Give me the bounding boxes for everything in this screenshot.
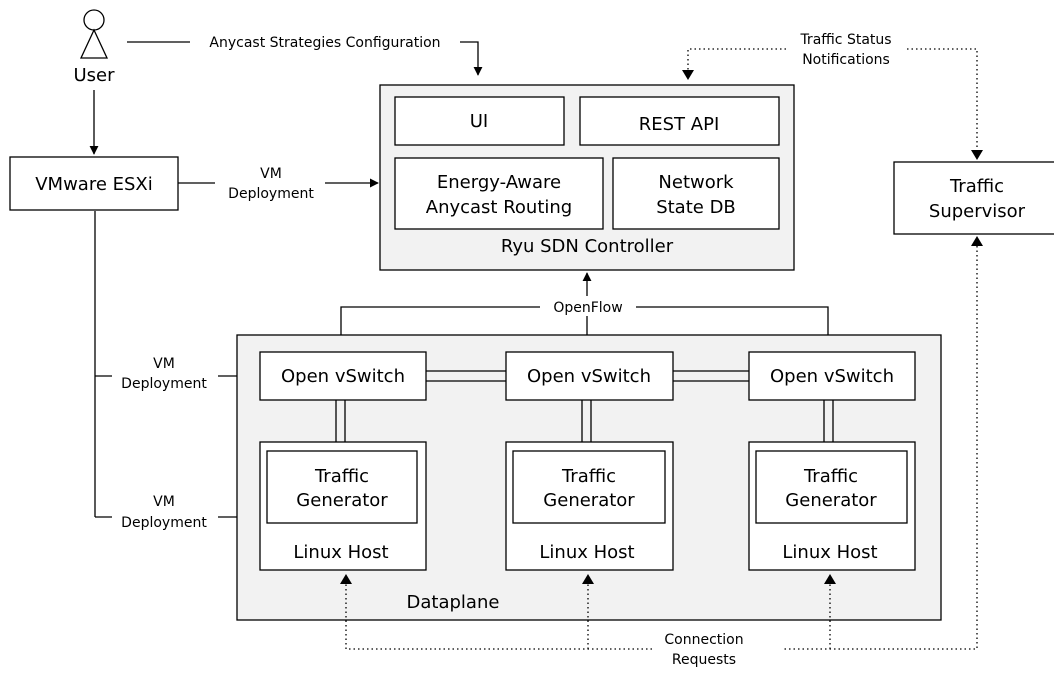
arrowhead-supervisor-up — [971, 236, 983, 246]
linux-host-3-label: Linux Host — [782, 542, 877, 563]
state-db-box — [612, 157, 780, 230]
edge-traffic-status-label-1: Traffic Status — [799, 32, 891, 48]
edge-vm-label-3a: VM — [153, 494, 175, 510]
edge-vm-label-3b: Deployment — [121, 515, 207, 531]
open-vswitch-1 — [259, 351, 427, 401]
open-vswitch-3 — [748, 351, 916, 401]
supervisor-box — [893, 161, 1054, 235]
controller-title: Ryu SDN Controller — [501, 236, 674, 257]
edge-traffic-status — [687, 48, 786, 78]
rest-api-label: REST API — [639, 114, 720, 135]
traffic-generator-2-label-1: Traffic — [561, 466, 616, 487]
arrowhead-status-supervisor — [971, 150, 983, 160]
traffic-generator-3-label-2: Generator — [785, 490, 877, 511]
connection-requests-label-1: Connection — [664, 632, 743, 648]
open-vswitch-3-label: Open vSwitch — [770, 366, 894, 387]
link-switch-1-2 — [426, 370, 506, 382]
link-switch-host-3 — [823, 400, 834, 442]
edge-anycast-config-label: Anycast Strategies Configuration — [209, 35, 440, 51]
traffic-generator-1 — [266, 450, 418, 524]
traffic-generator-3 — [755, 450, 908, 524]
link-switch-host-1 — [335, 400, 346, 442]
ui-label: UI — [470, 111, 488, 132]
routing-label-1: Energy-Aware — [437, 172, 561, 193]
link-switch-2-3 — [673, 370, 749, 382]
edge-traffic-status-right — [907, 48, 978, 152]
user-icon — [79, 9, 109, 59]
edge-anycast-config — [127, 41, 478, 75]
edge-vm-label-1b: Deployment — [228, 186, 314, 202]
dataplane-label: Dataplane — [407, 592, 500, 613]
supervisor-label-1: Traffic — [949, 176, 1004, 197]
supervisor-label-2: Supervisor — [929, 201, 1026, 222]
edge-vm-label-2a: VM — [153, 356, 175, 372]
edge-openflow-label: OpenFlow — [553, 300, 622, 316]
state-db-label-2: State DB — [656, 197, 736, 218]
open-vswitch-2 — [505, 351, 674, 401]
arrowhead-host-2 — [582, 574, 594, 584]
link-switch-host-2 — [581, 400, 592, 442]
edge-vm-label-2b: Deployment — [121, 376, 207, 392]
linux-host-1-label: Linux Host — [293, 542, 388, 563]
edge-traffic-status-label-2: Notifications — [802, 52, 890, 68]
routing-label-2: Anycast Routing — [426, 197, 572, 218]
connection-requests-label-2: Requests — [672, 652, 736, 668]
edge-connection-requests — [345, 582, 652, 650]
ui-box — [394, 96, 565, 146]
traffic-generator-2 — [512, 450, 666, 524]
traffic-generator-2-label-2: Generator — [543, 490, 635, 511]
routing-box — [394, 157, 604, 230]
open-vswitch-2-label: Open vSwitch — [527, 366, 651, 387]
traffic-generator-1-label-2: Generator — [296, 490, 388, 511]
esxi-box — [9, 156, 179, 211]
traffic-generator-1-label-1: Traffic — [314, 466, 369, 487]
linux-host-2-label: Linux Host — [539, 542, 634, 563]
edge-vm-label-1a: VM — [260, 166, 282, 182]
arrowhead-host-3 — [824, 574, 836, 584]
open-vswitch-1-label: Open vSwitch — [281, 366, 405, 387]
user-label: User — [73, 65, 115, 86]
state-db-label-1: Network — [658, 172, 734, 193]
traffic-generator-3-label-1: Traffic — [803, 466, 858, 487]
esxi-label: VMware ESXi — [35, 174, 153, 195]
rest-api-box — [579, 96, 780, 146]
arrowhead-host-1 — [340, 574, 352, 584]
arrowhead-status-controller — [682, 70, 694, 80]
